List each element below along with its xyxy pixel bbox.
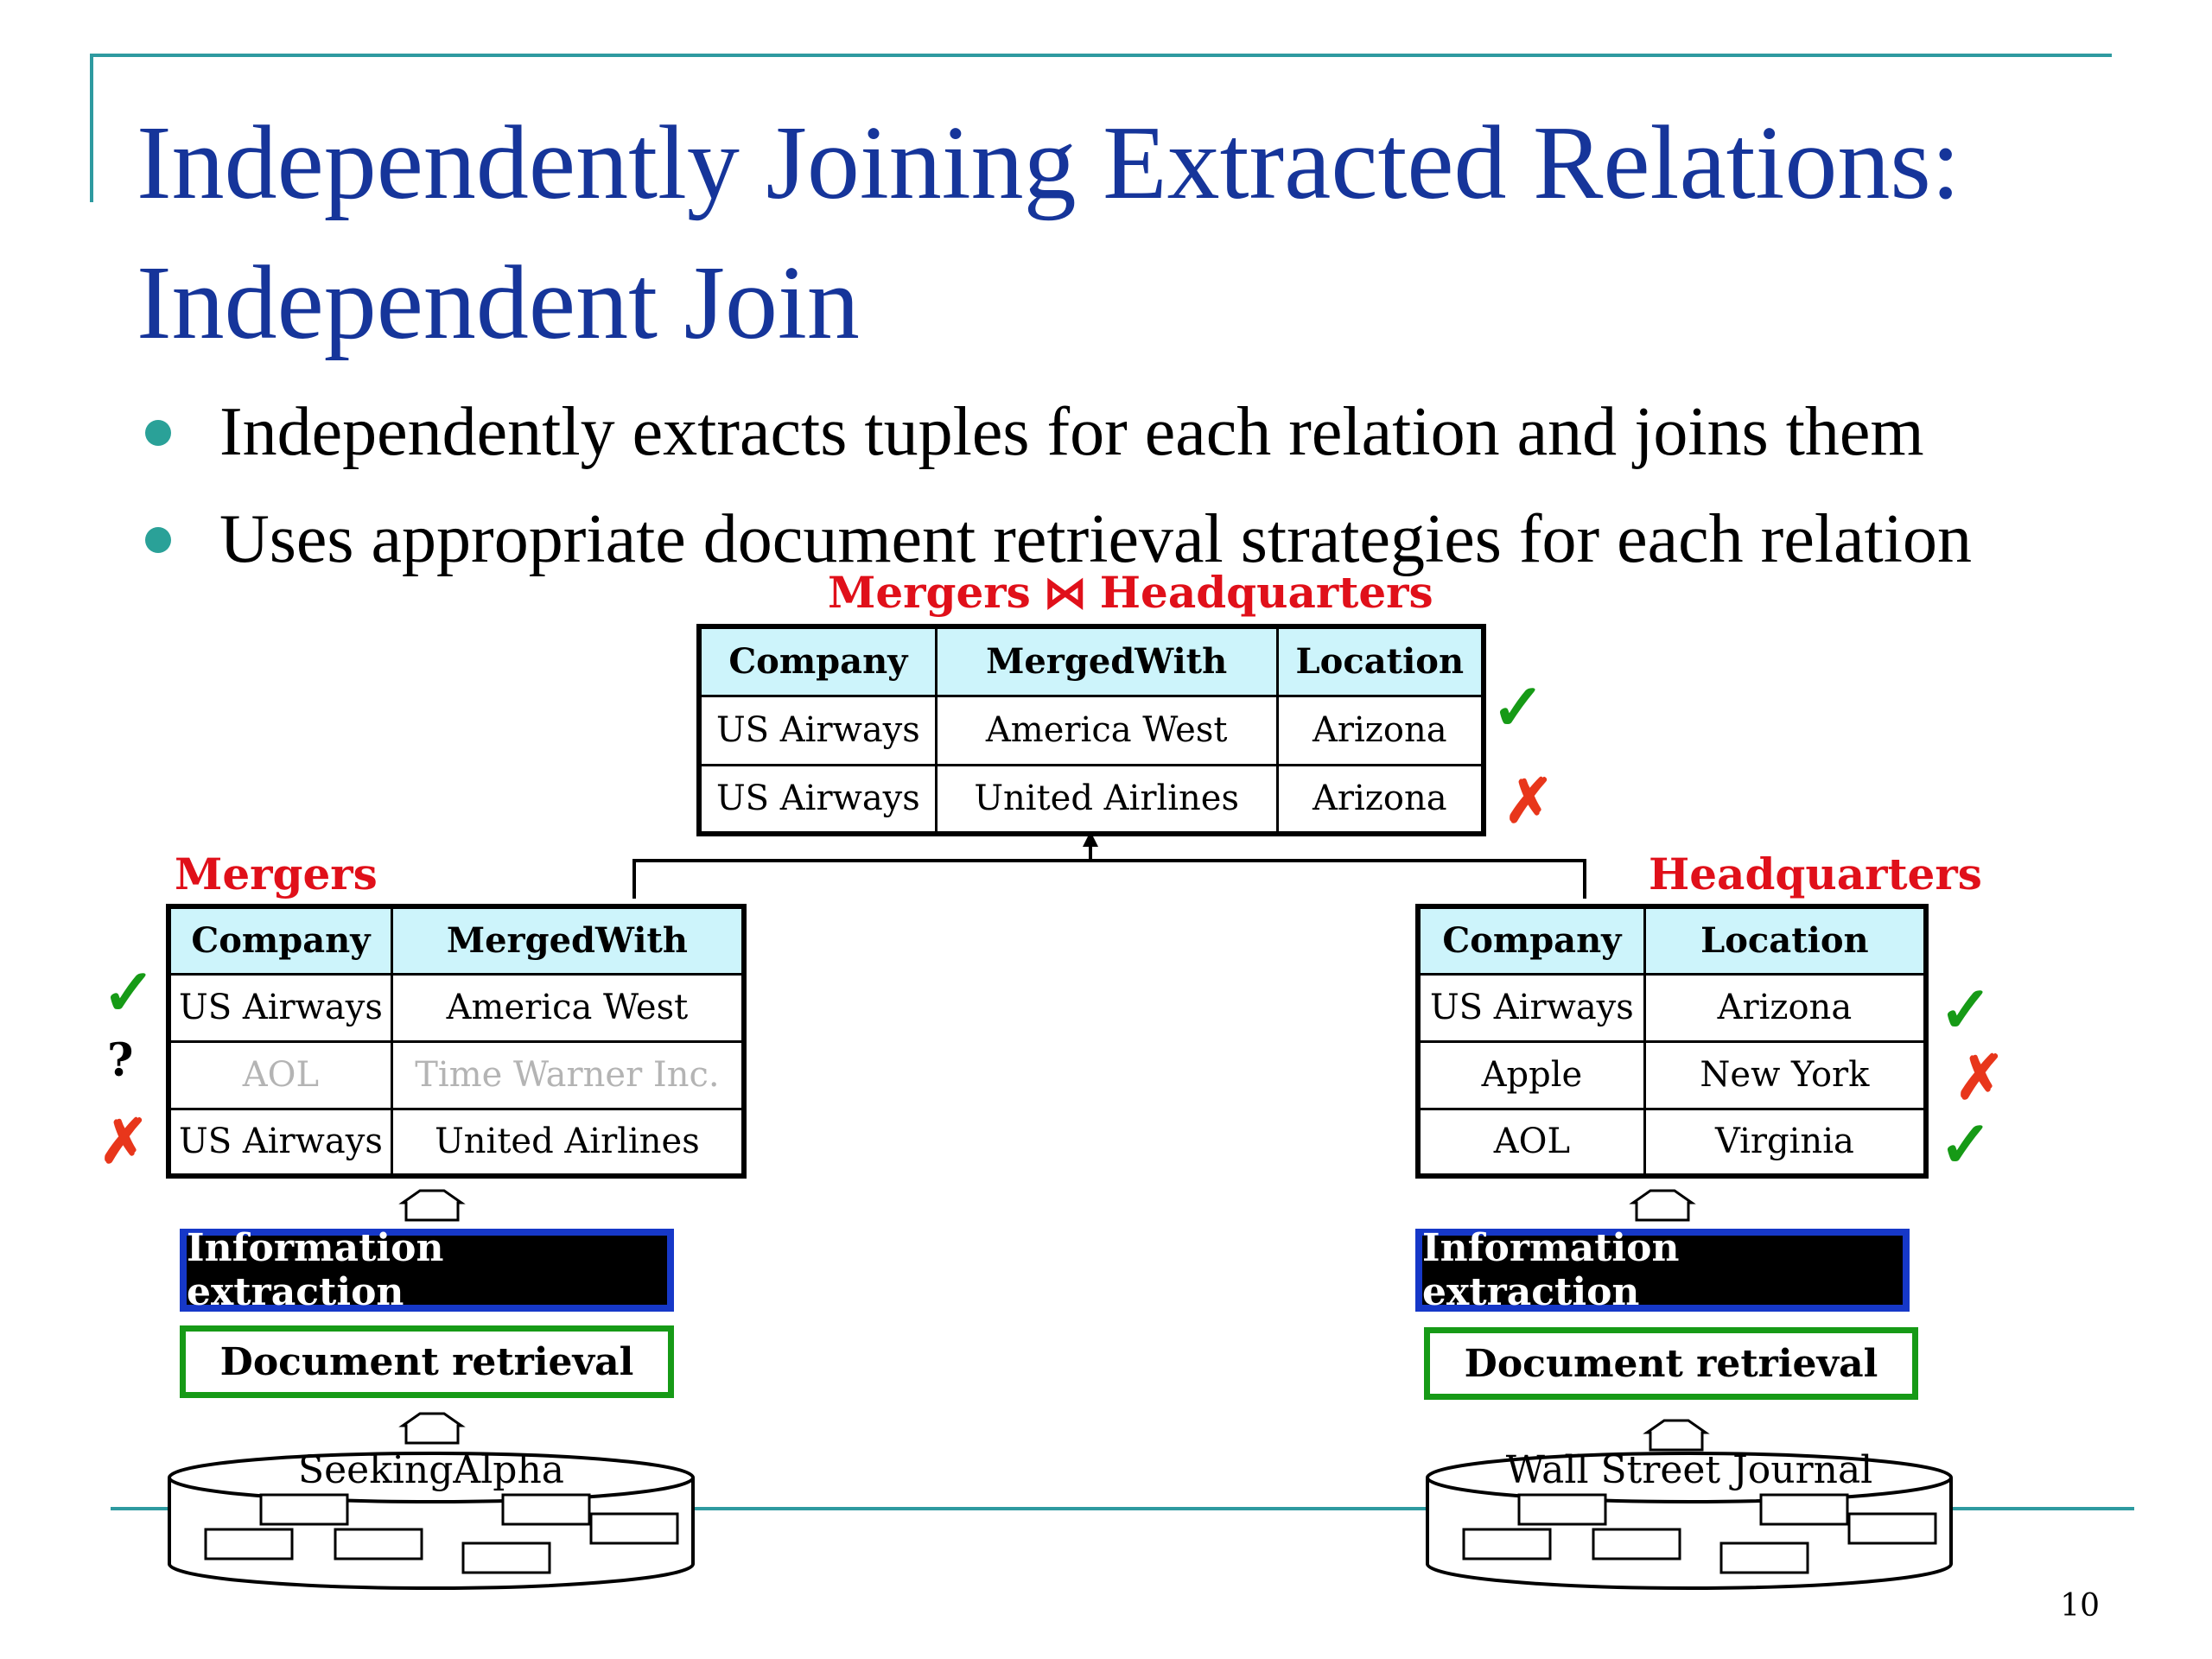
- headquarters-information-extraction-box: Information extraction: [1415, 1226, 1910, 1314]
- mergers-information-extraction-box: Information extraction: [180, 1226, 674, 1314]
- join-left-relation: Mergers: [828, 567, 1031, 618]
- headquarters-source-name: Wall Street Journal: [1505, 1448, 1873, 1492]
- cross-mark-icon: ✗: [1503, 765, 1554, 836]
- column-header: Location: [1275, 625, 1485, 697]
- title-line-2: Independent Join: [137, 245, 860, 361]
- bullet-text: Uses appropriate document retrieval stra…: [219, 501, 1973, 577]
- table-cell: America West: [390, 972, 746, 1043]
- table-header-row: Company Location: [1416, 905, 1928, 976]
- table-row: US Airways United Airlines Arizona: [697, 763, 1485, 836]
- headquarters-table: Company Location US Airways Arizona Appl…: [1415, 904, 1929, 1179]
- up-arrow-icon: [1629, 1189, 1696, 1222]
- table-row: AOL Time Warner Inc.: [167, 1039, 746, 1110]
- bottom-accent-rule: [111, 1507, 2134, 1510]
- table-header-row: Company MergedWith: [167, 905, 746, 976]
- mergers-table: Company MergedWith US Airways America We…: [166, 904, 747, 1179]
- table-row: US Airways America West: [167, 972, 746, 1043]
- headquarters-document-retrieval-box: Document retrieval: [1424, 1327, 1918, 1400]
- database-cylinder-icon: [1426, 1452, 1953, 1590]
- check-mark-icon: ✓: [1939, 1108, 1993, 1182]
- join-arrow-icon: [1083, 831, 1098, 847]
- up-arrow-icon: [398, 1189, 466, 1222]
- table-cell: AOL: [167, 1039, 393, 1110]
- table-cell: US Airways: [1416, 972, 1646, 1043]
- join-connector: [632, 843, 1586, 899]
- mergers-source-name: SeekingAlpha: [297, 1448, 565, 1492]
- table-cell: United Airlines: [934, 763, 1279, 836]
- cross-mark-icon: ✗: [1955, 1041, 2005, 1113]
- column-header: MergedWith: [934, 625, 1279, 697]
- title-line-1: Independently Joining Extracted Relation…: [137, 105, 1961, 221]
- table-row: Apple New York: [1416, 1039, 1928, 1110]
- headquarters-label: Headquarters: [1649, 849, 1982, 899]
- mergers-document-retrieval-box: Document retrieval: [180, 1325, 674, 1398]
- table-cell: Arizona: [1275, 763, 1485, 836]
- table-row: AOL Virginia: [1416, 1107, 1928, 1178]
- table-cell: US Airways: [167, 1107, 393, 1178]
- table-cell: Virginia: [1643, 1107, 1928, 1178]
- slide-title: Independently Joining Extracted Relation…: [137, 93, 2150, 373]
- table-cell: Arizona: [1643, 972, 1928, 1043]
- up-arrow-icon: [1643, 1419, 1710, 1452]
- check-mark-icon: ✓: [1939, 973, 1993, 1047]
- table-cell: Apple: [1416, 1039, 1646, 1110]
- table-cell: America West: [934, 694, 1279, 766]
- column-header: Company: [697, 625, 938, 697]
- table-cell: Time Warner Inc.: [390, 1039, 746, 1110]
- column-header: MergedWith: [390, 905, 746, 976]
- join-right-relation: Headquarters: [1099, 567, 1433, 618]
- table-cell: New York: [1643, 1039, 1928, 1110]
- bowtie-join-icon: ⋈: [1043, 567, 1087, 618]
- mergers-label: Mergers: [175, 849, 378, 899]
- table-cell: United Airlines: [390, 1107, 746, 1178]
- bullet-text: Independently extracts tuples for each r…: [219, 394, 1924, 470]
- page-number: 10: [2060, 1588, 2100, 1624]
- database-cylinder-icon: [168, 1452, 695, 1590]
- table-cell: US Airways: [697, 763, 938, 836]
- top-accent-rule: [90, 54, 2112, 57]
- column-header: Company: [167, 905, 393, 976]
- table-cell: Arizona: [1275, 694, 1485, 766]
- join-result-table: Company MergedWith Location US Airways A…: [696, 624, 1486, 836]
- table-cell: AOL: [1416, 1107, 1646, 1178]
- check-mark-icon: ✓: [1491, 671, 1546, 745]
- up-arrow-icon: [398, 1412, 466, 1445]
- question-mark-icon: ?: [107, 1034, 134, 1087]
- column-header: Location: [1643, 905, 1928, 976]
- table-row: US Airways America West Arizona: [697, 694, 1485, 766]
- join-label: Mergers⋈Headquarters: [828, 567, 1433, 619]
- left-accent-rule: [90, 54, 93, 202]
- bullet-dot-icon: [145, 420, 171, 446]
- table-row: US Airways United Airlines: [167, 1107, 746, 1178]
- bullet-dot-icon: [145, 527, 171, 553]
- table-row: US Airways Arizona: [1416, 972, 1928, 1043]
- check-mark-icon: ✓: [102, 956, 156, 1030]
- table-header-row: Company MergedWith Location: [697, 625, 1485, 697]
- column-header: Company: [1416, 905, 1646, 976]
- cross-mark-icon: ✗: [99, 1105, 149, 1177]
- table-cell: US Airways: [167, 972, 393, 1043]
- table-cell: US Airways: [697, 694, 938, 766]
